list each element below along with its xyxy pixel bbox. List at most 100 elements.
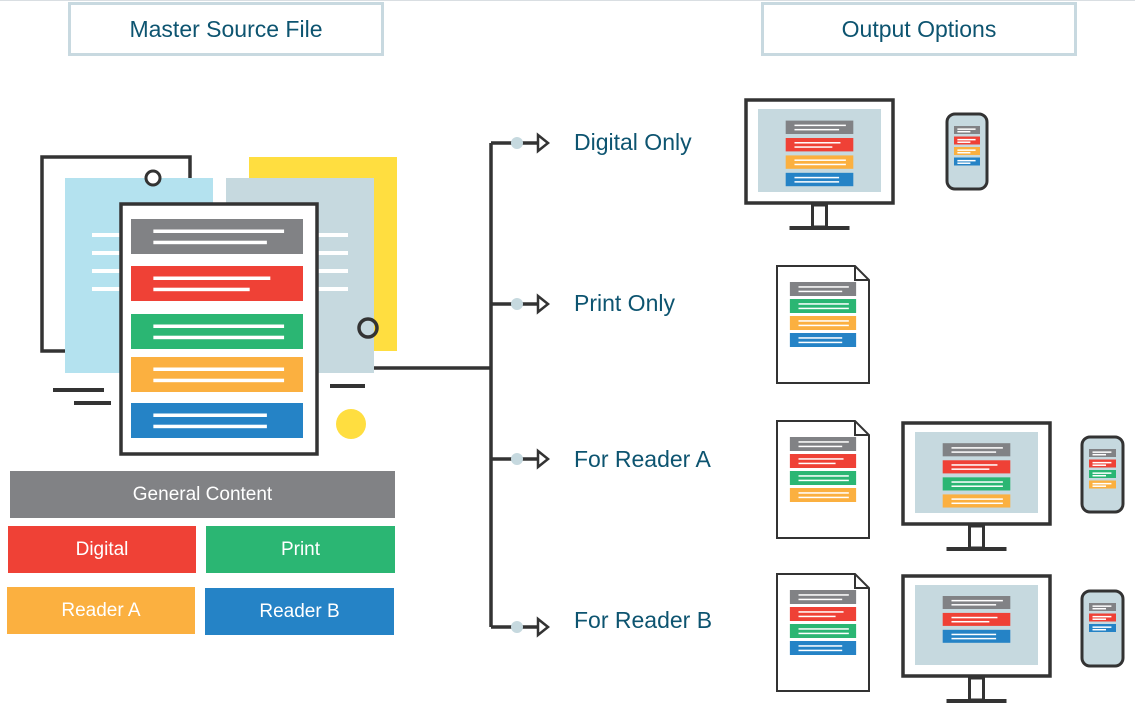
content-block-fill [789,437,857,451]
text-line [794,163,846,166]
text-line [951,481,1003,483]
content-block-general [785,120,854,134]
content-block-reader_a [1089,480,1116,489]
text-line [798,496,849,499]
text-line [798,632,849,635]
text-line [798,615,836,618]
ring-icon [357,317,379,339]
text-line [1092,451,1112,453]
text-line [951,616,998,619]
content-block-fill [789,333,857,347]
text-line [957,138,976,141]
monitor-neck [968,524,985,550]
content-block-reader_a [789,316,857,330]
content-block-general [789,437,857,451]
text-line [794,181,840,183]
content-block-fill [789,641,857,655]
reader-a-phone [1080,435,1125,514]
content-block-fill [1089,449,1116,457]
legend-general-content: General Content [10,471,395,518]
text-line [951,599,1003,602]
text-line [1092,472,1112,474]
content-block-fill [942,443,1011,457]
text-line [1092,453,1107,456]
reader-b-phone [1080,589,1125,668]
top-divider [0,0,1135,1]
master-source-file-header: Master Source File [68,2,384,56]
content-block-fill [1089,459,1116,468]
text-line [798,479,849,482]
text-line [1092,615,1112,618]
document-fold [854,421,869,436]
content-block-fill [942,460,1011,474]
content-block-fill [789,454,857,468]
text-line [1092,474,1107,477]
text-line [951,447,1003,449]
text-line [798,458,844,460]
text-line [153,335,285,340]
decorative-dashes [53,384,365,405]
text-line [798,445,843,448]
content-block-fill [131,219,303,254]
content-block-fill [954,157,980,166]
document-fold [854,266,869,281]
content-block-fill [789,282,857,296]
text-line [794,159,846,161]
text-line [798,475,849,477]
content-block-digital [789,454,857,468]
text-line [798,303,849,305]
content-block-print [131,314,303,349]
branch-dot [511,621,523,633]
content-block-fill [942,477,1011,491]
text-line [957,141,971,143]
content-block-fill [789,624,857,638]
text-line [153,367,285,371]
content-block-reader_a [785,155,854,169]
master-source-file-title: Master Source File [129,15,323,42]
text-line [794,176,840,179]
text-line [951,633,997,636]
content-block-reader_b [1089,624,1116,632]
content-block-reader_b [785,172,854,187]
text-line [951,604,997,606]
legend-reader-a-label: Reader A [61,599,141,621]
branch-dot [511,453,523,465]
text-line [957,128,976,130]
content-block-fill [954,126,980,134]
content-block-fill [789,488,857,502]
content-block-reader_a [954,147,980,155]
text-line [957,151,971,154]
text-line [798,649,843,652]
content-block-print [789,624,857,638]
text-line [798,320,849,322]
content-block-general [789,282,857,296]
content-block-print [942,477,1011,491]
content-block-digital [954,136,980,145]
content-block-fill [789,471,857,485]
content-block-general [131,219,303,254]
text-line [1092,618,1107,620]
content-block-reader_b [789,333,857,347]
text-line [153,424,267,429]
text-line [798,462,836,465]
arrow-head-icon [536,448,551,470]
text-line [1092,628,1107,631]
text-line [1092,464,1107,466]
content-block-fill [131,314,303,349]
legend-print-label: Print [280,538,321,560]
monitor-neck [968,676,985,702]
reader-a-monitor [901,421,1052,551]
text-line [951,464,998,466]
master-document-sections [131,219,303,438]
branch-dot [511,298,523,310]
text-line [153,324,285,328]
content-block-fill [954,147,980,155]
content-block-fill [131,266,303,301]
connector-tree [374,143,493,627]
monitor-base [946,547,1007,551]
content-block-fill [785,138,854,152]
text-line [957,159,976,162]
text-line [1092,461,1112,464]
text-line [798,628,849,630]
content-block-digital [131,266,303,301]
